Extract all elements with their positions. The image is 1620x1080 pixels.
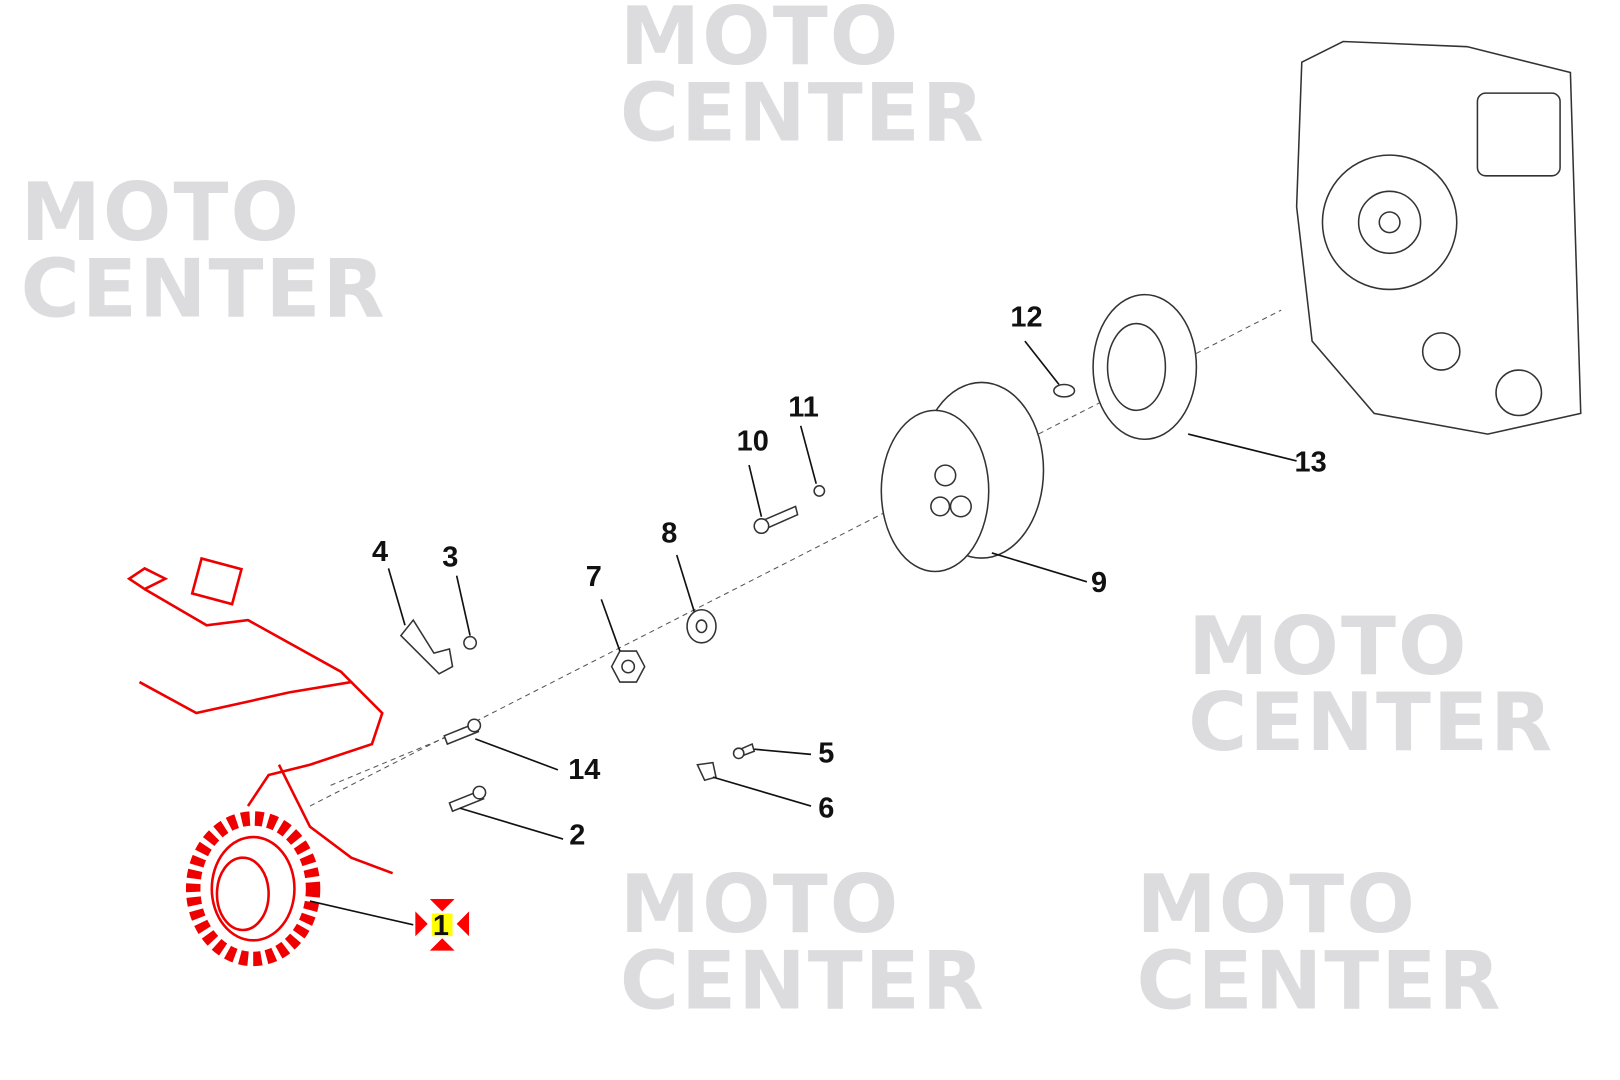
- watermark-text: MOTO: [620, 0, 900, 84]
- marker-arrow-down-icon: [429, 899, 455, 912]
- marker-arrow-left-icon: [456, 911, 470, 937]
- part-6-clip[interactable]: [696, 761, 717, 782]
- marker-arrow-right-icon: [415, 911, 428, 937]
- callout-10[interactable]: 10: [737, 426, 769, 458]
- engine-crankcase: [1295, 40, 1582, 435]
- part-3-screw[interactable]: [463, 635, 478, 650]
- callout-2[interactable]: 2: [569, 819, 585, 851]
- watermark-text: CENTER: [1188, 676, 1554, 770]
- callout-11[interactable]: 11: [788, 392, 819, 424]
- watermark-text: MOTO: [21, 166, 301, 260]
- part-10-bolt[interactable]: [753, 505, 799, 535]
- part-13-freewheel[interactable]: [1092, 293, 1198, 441]
- callout-3[interactable]: 3: [442, 541, 458, 573]
- callout-9[interactable]: 9: [1091, 567, 1107, 599]
- marker-arrow-up-icon: [429, 938, 455, 951]
- leader-lines: [309, 340, 1297, 926]
- callout-12[interactable]: 12: [1010, 302, 1042, 334]
- callout-5[interactable]: 5: [818, 738, 834, 770]
- part-2-bolt[interactable]: [448, 785, 487, 813]
- part-12-key[interactable]: [1053, 383, 1076, 398]
- part-9-flywheel[interactable]: [880, 381, 1045, 573]
- part-4-bracket[interactable]: [399, 618, 454, 675]
- part-11-nut[interactable]: [813, 484, 826, 497]
- callout-1[interactable]: 1: [433, 910, 449, 942]
- callout-6[interactable]: 6: [818, 792, 834, 824]
- callout-14[interactable]: 14: [568, 754, 600, 786]
- watermark-text: CENTER: [620, 935, 986, 1029]
- watermark-text: CENTER: [620, 67, 986, 161]
- watermark-text: CENTER: [1136, 935, 1502, 1029]
- callout-8[interactable]: 8: [661, 518, 677, 550]
- part-1-stator-highlighted[interactable]: [126, 556, 394, 967]
- part-7-nut[interactable]: [610, 650, 646, 683]
- part-8-washer[interactable]: [686, 608, 717, 644]
- watermark-text: MOTO: [620, 858, 900, 952]
- callout-4[interactable]: 4: [372, 536, 388, 568]
- callout-13[interactable]: 13: [1295, 446, 1327, 478]
- part-5-screw[interactable]: [732, 742, 756, 760]
- marker-label-bg: [431, 913, 453, 937]
- part-14-bolt[interactable]: [443, 718, 482, 746]
- assembly-axis-2: [330, 733, 455, 786]
- watermark-text: MOTO: [1188, 600, 1468, 694]
- callout-7[interactable]: 7: [586, 561, 602, 593]
- watermark-text: MOTO: [1136, 858, 1416, 952]
- watermark-layer: MOTOCENTERMOTOCENTERMOTOCENTERMOTOCENTER…: [21, 0, 1554, 1029]
- watermark-text: CENTER: [21, 242, 387, 336]
- selected-callout-1[interactable]: 1: [415, 899, 470, 951]
